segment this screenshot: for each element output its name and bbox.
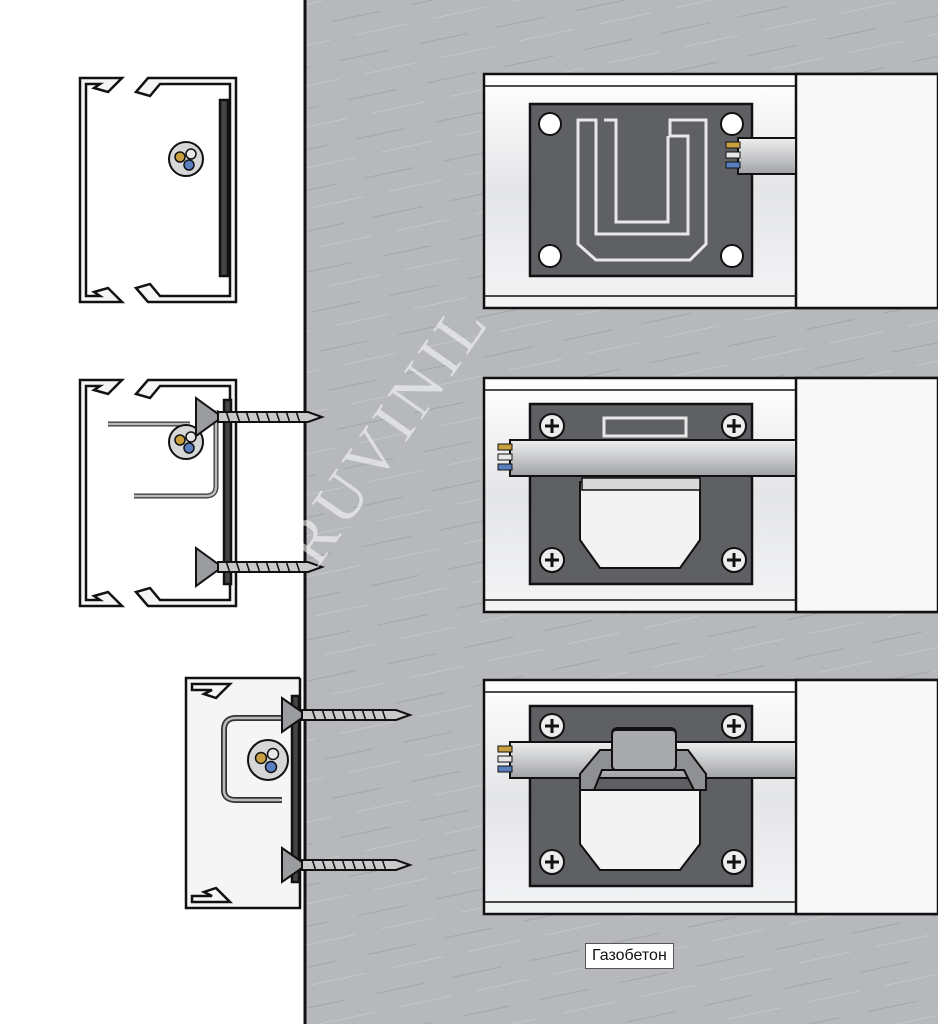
cable-1 xyxy=(725,137,797,175)
screw-2b xyxy=(195,546,325,588)
cable-section-1 xyxy=(168,141,204,177)
channel-view-2 xyxy=(482,376,938,614)
screw-3b xyxy=(281,846,413,884)
material-label: Газобетон xyxy=(585,943,674,969)
profile-section-screws xyxy=(78,378,238,608)
channel-view-3 xyxy=(482,678,938,916)
profile-section-clip xyxy=(184,676,302,910)
cable-section-2 xyxy=(168,424,204,460)
screw-3a xyxy=(281,696,413,734)
cable-section-3 xyxy=(247,739,289,781)
channel-view-1 xyxy=(482,72,938,310)
profile-section-tape xyxy=(78,76,238,304)
screw-2a xyxy=(195,396,325,438)
cable-2 xyxy=(497,439,797,477)
